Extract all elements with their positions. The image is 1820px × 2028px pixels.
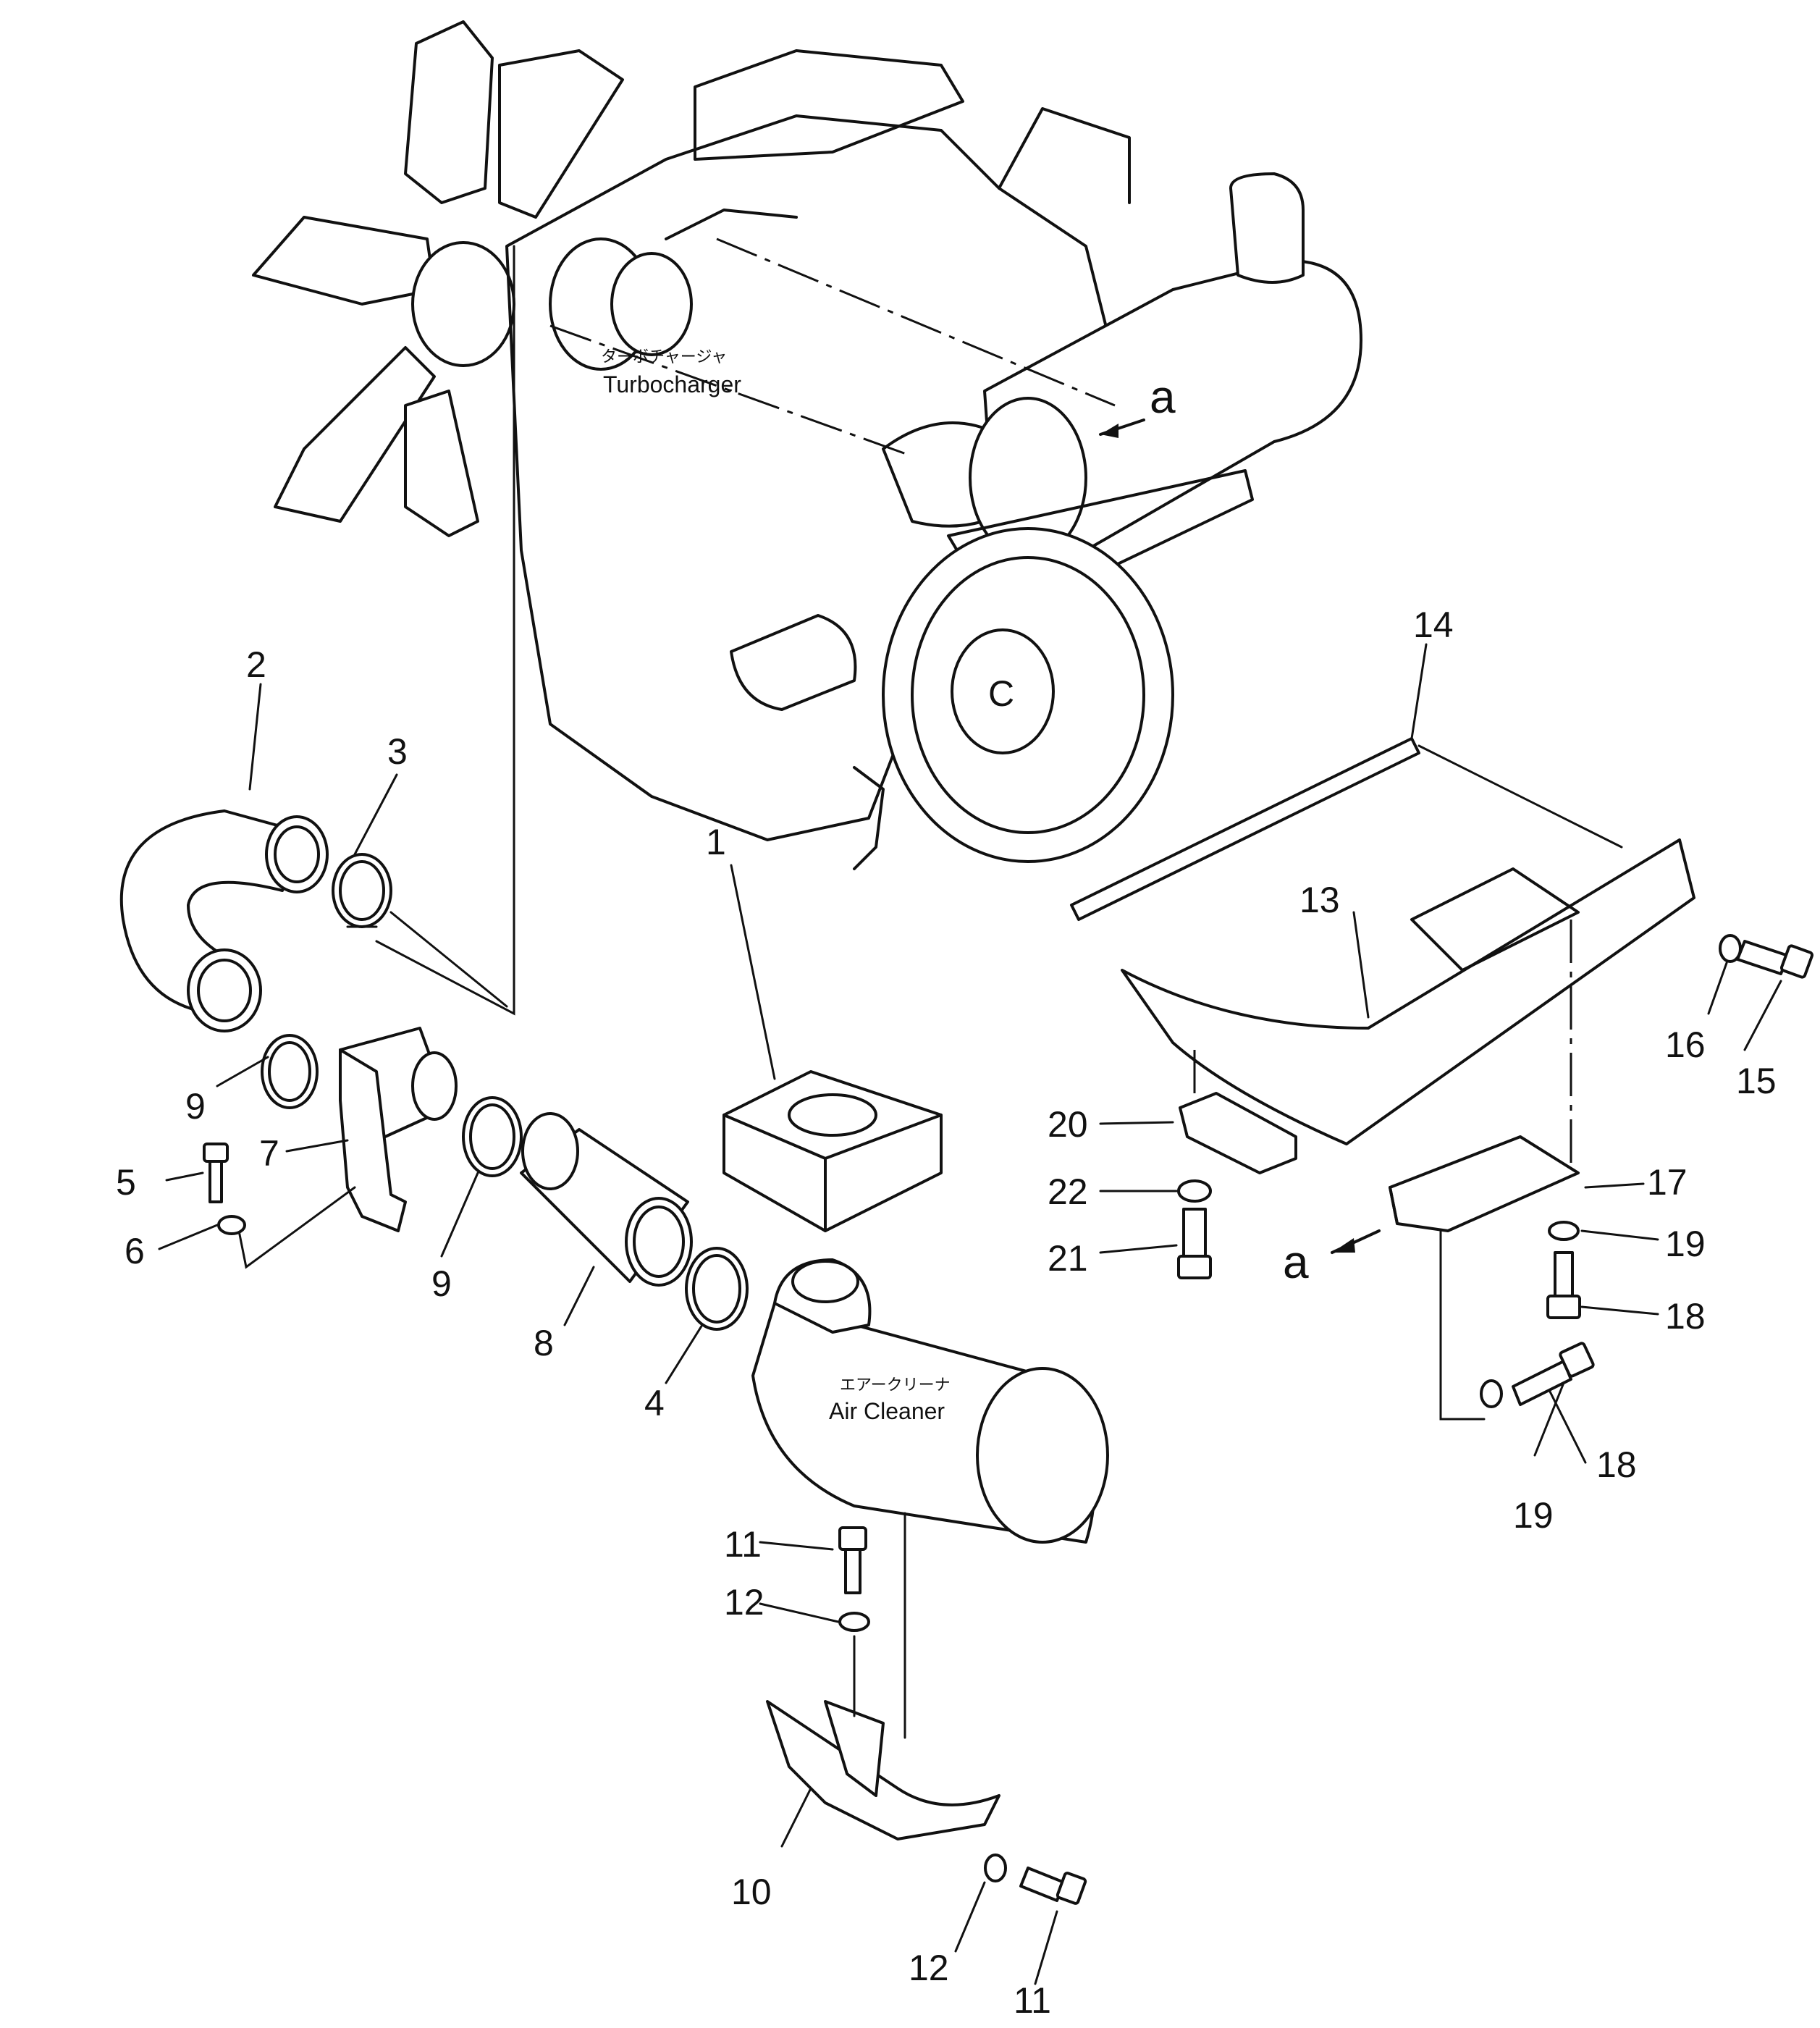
- hose-2: [119, 809, 329, 1032]
- callout-10: 10: [731, 1872, 772, 1912]
- callout-2: 2: [246, 644, 266, 685]
- bracket-13: [1121, 838, 1695, 1173]
- view-arrow-a-top: a: [1099, 371, 1176, 438]
- clamp-9-upper: [261, 1034, 319, 1109]
- turbocharger-jp-label: ターボチャージャ: [601, 348, 727, 366]
- washer-19-lower: [1480, 1379, 1503, 1408]
- bolt-11-upper: [838, 1526, 867, 1594]
- view-a-top-label: a: [1150, 371, 1176, 423]
- callout-7: 7: [259, 1133, 279, 1174]
- leader-lines: [158, 643, 1782, 1985]
- callout-13: 13: [1299, 880, 1340, 920]
- washer-22: [1177, 1179, 1212, 1203]
- flywheel-c-label: C: [988, 673, 1014, 714]
- callout-18-lower: 18: [1596, 1444, 1637, 1485]
- callout-16: 16: [1665, 1024, 1706, 1065]
- callout-1: 1: [706, 822, 726, 862]
- air-cleaner: [751, 1258, 1109, 1739]
- callout-15: 15: [1736, 1061, 1777, 1101]
- callout-12-lower: 12: [909, 1948, 949, 1988]
- callout-19-upper: 19: [1665, 1224, 1706, 1264]
- bracket-10: [766, 1700, 1000, 1848]
- callout-5: 5: [116, 1162, 136, 1203]
- plate-20: [1179, 1092, 1297, 1174]
- washer-6: [217, 1215, 246, 1235]
- air-cleaner-jp-label: エアークリーナ: [840, 1376, 951, 1394]
- callout-12-upper: 12: [724, 1582, 764, 1623]
- air-cleaner-label: Air Cleaner: [829, 1398, 945, 1424]
- callout-20: 20: [1048, 1104, 1088, 1145]
- callout-11-lower: 11: [1014, 1980, 1051, 2021]
- bolt-11-lower: [1019, 1867, 1087, 1905]
- callout-18-upper: 18: [1665, 1296, 1706, 1337]
- callout-9-upper: 9: [185, 1086, 206, 1127]
- callout-4: 4: [644, 1383, 665, 1423]
- callout-11-upper: 11: [724, 1524, 762, 1565]
- clamp-4: [685, 1247, 749, 1331]
- washer-12-upper: [838, 1612, 870, 1717]
- hose-8: [520, 1112, 693, 1287]
- bolt-18-upper: [1546, 1251, 1581, 1319]
- bolt-15: [1736, 940, 1814, 979]
- callout-21: 21: [1048, 1238, 1088, 1279]
- callout-numbers: 1 2 3 4 5 6 7 8 9 9 10 11 11 12 12 13 14…: [116, 605, 1777, 2021]
- bracket-17: [1389, 1135, 1580, 1421]
- callout-6: 6: [125, 1231, 145, 1271]
- bracket-14: [1070, 737, 1623, 921]
- callout-8: 8: [534, 1323, 554, 1363]
- callout-9-lower: 9: [431, 1263, 452, 1304]
- view-a-bottom-label: a: [1283, 1236, 1309, 1288]
- clamp-9-lower: [462, 1096, 523, 1177]
- block-1: [722, 1070, 943, 1232]
- washer-19-upper: [1548, 1221, 1580, 1241]
- clamp-3: [332, 853, 508, 1008]
- bolt-5: [203, 1143, 229, 1203]
- callout-19-lower: 19: [1513, 1495, 1554, 1536]
- bolt-21: [1177, 1208, 1212, 1279]
- washer-12-lower: [984, 1854, 1007, 1882]
- engine-outline: [252, 20, 1362, 1016]
- callout-3: 3: [387, 731, 408, 772]
- view-arrow-a-bottom: a: [1283, 1229, 1381, 1288]
- callout-14: 14: [1413, 605, 1454, 645]
- callout-22: 22: [1048, 1171, 1088, 1212]
- turbocharger-label: Turbocharger: [603, 371, 741, 397]
- bolt-18-lower: [1512, 1342, 1595, 1406]
- callout-17: 17: [1647, 1162, 1688, 1203]
- pipe-7: [237, 1027, 458, 1269]
